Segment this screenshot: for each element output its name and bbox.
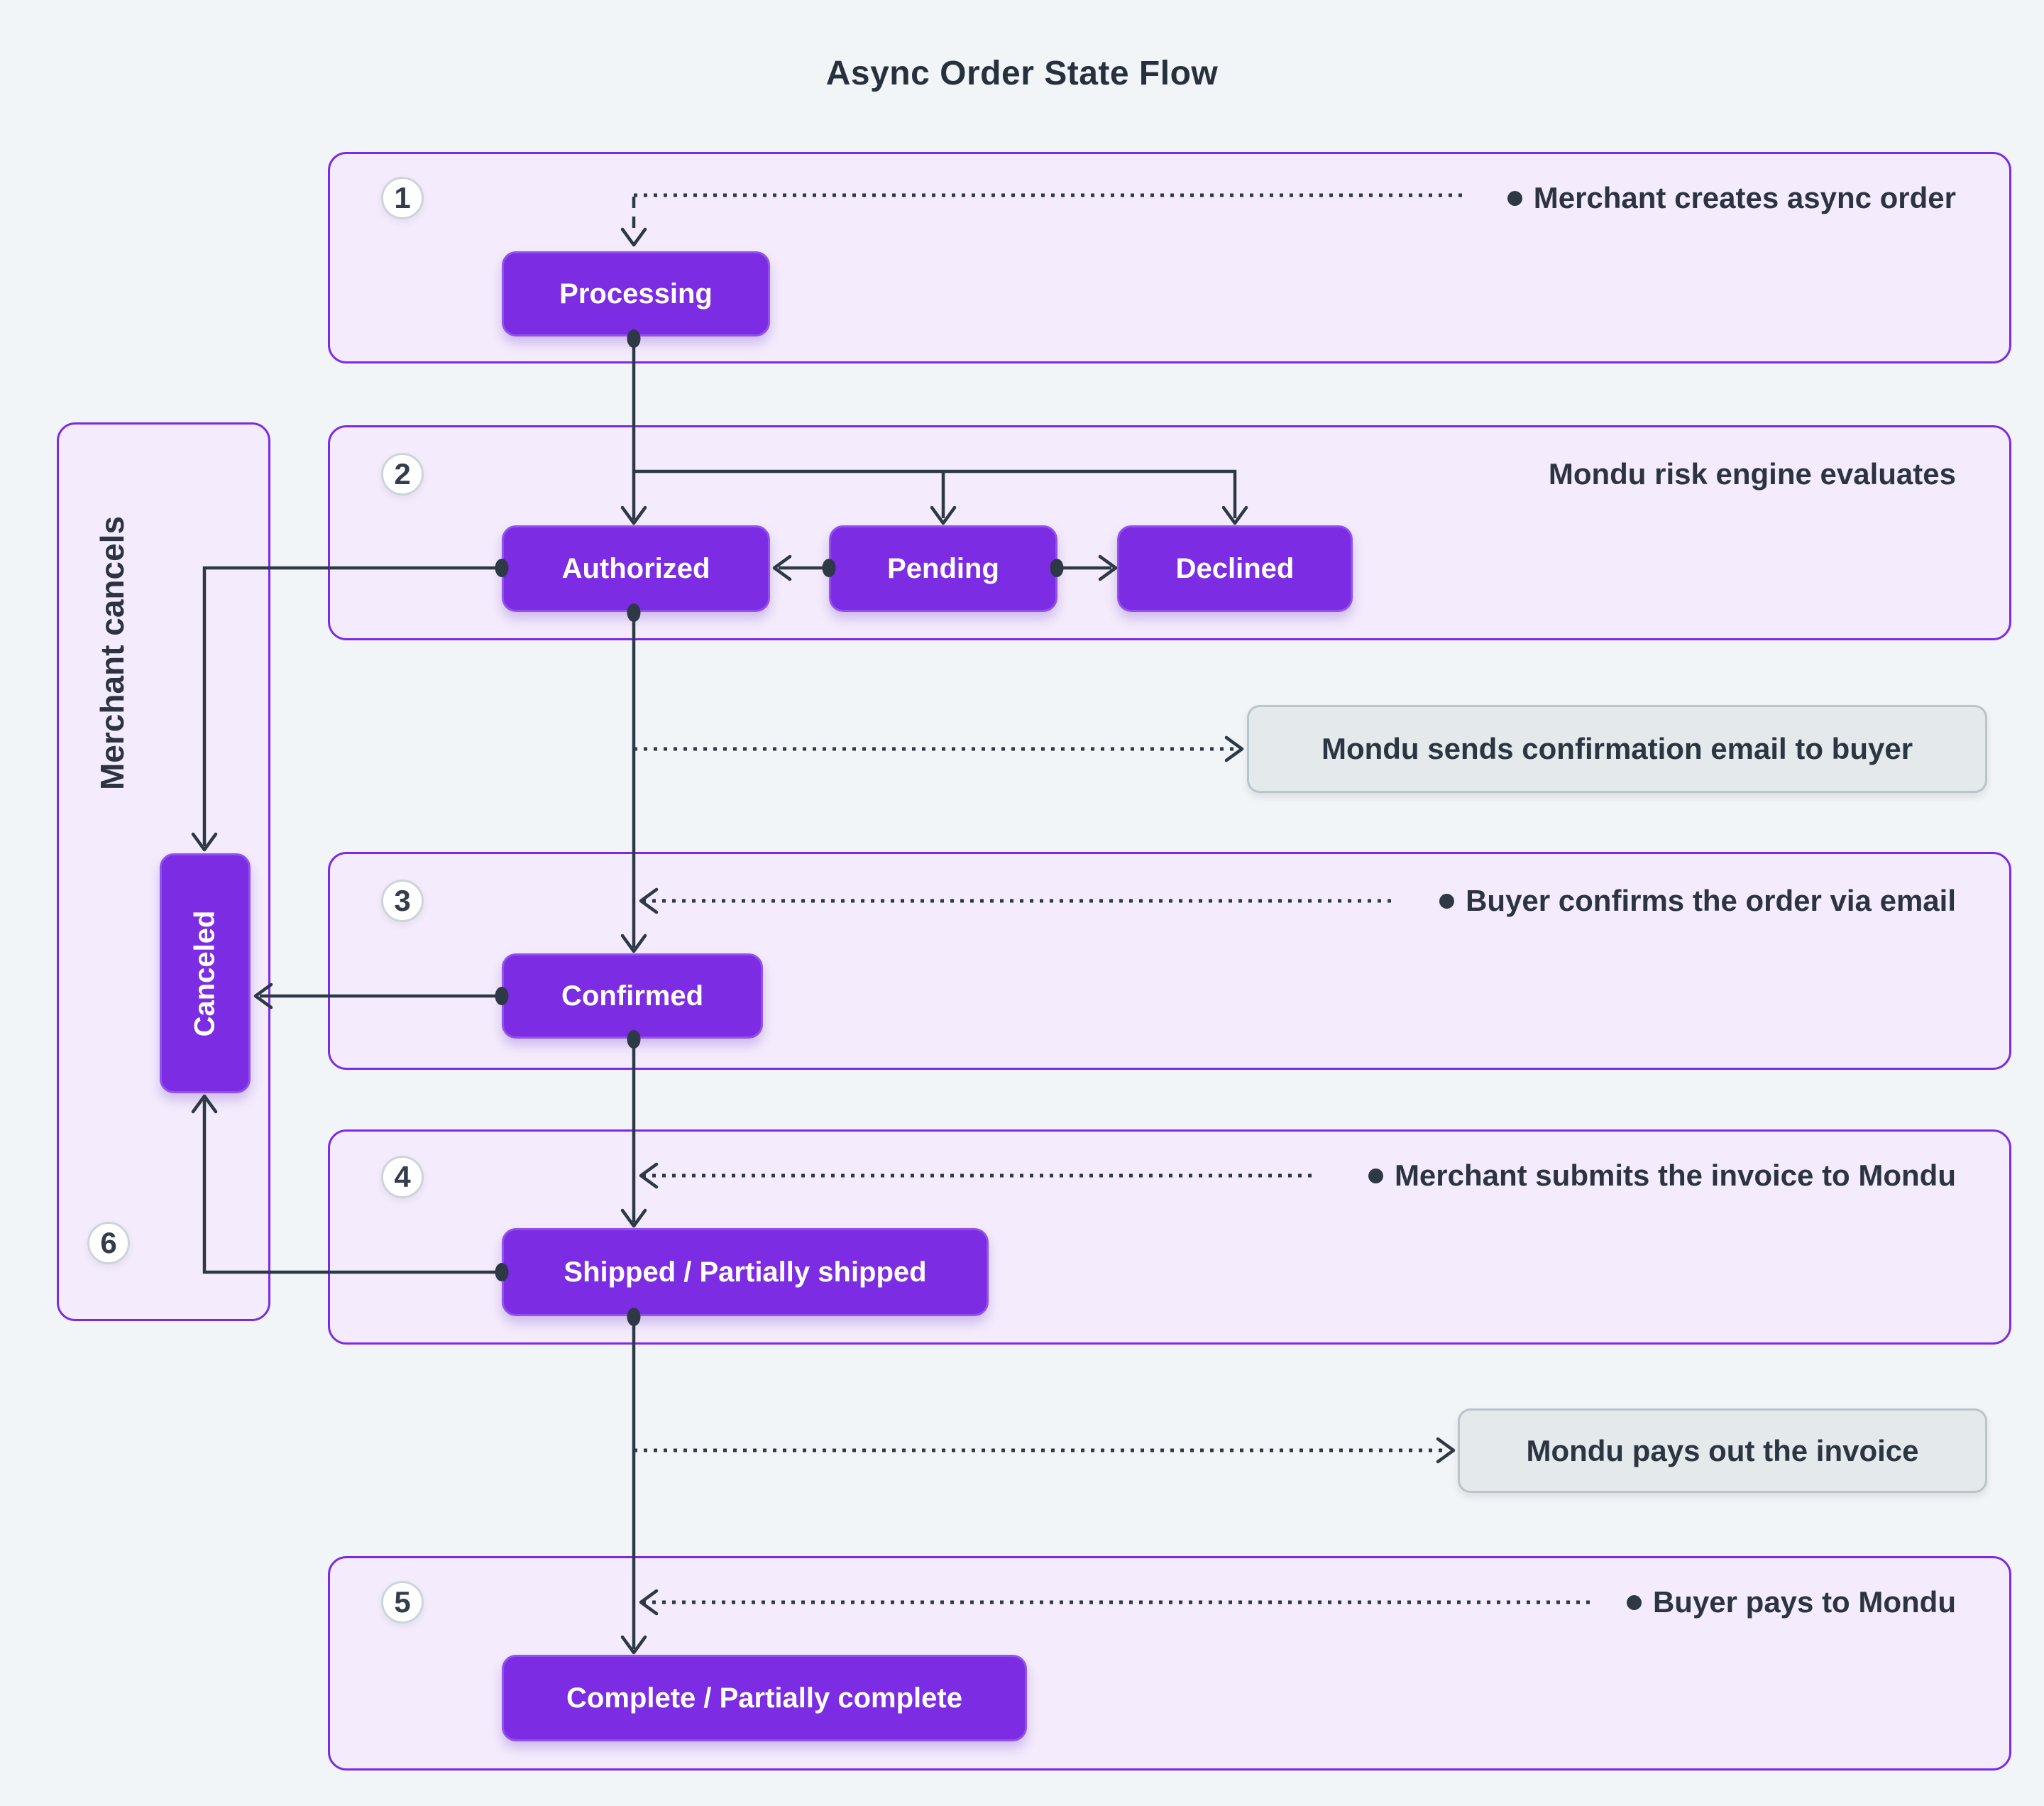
step-badge-3: 3 (381, 880, 424, 922)
merchant-cancels-label: Merchant cancels (94, 515, 131, 791)
state-node-confirmed: Confirmed (502, 953, 763, 1039)
bullet-dot-icon (1368, 1168, 1383, 1183)
bullet-dot-icon (1507, 190, 1522, 206)
annotation-merchant-creates: Merchant creates async order (1507, 177, 1956, 219)
bullet-dot-icon (1439, 893, 1455, 909)
step-badge-6: 6 (87, 1222, 130, 1264)
step-badge-5: 5 (381, 1581, 424, 1624)
state-node-processing: Processing (502, 251, 770, 336)
annotation-buyer-pays: Buyer pays to Mondu (1626, 1581, 1956, 1624)
annotation-merchant-submits: Merchant submits the invoice to Mondu (1368, 1154, 1956, 1197)
annotation-text: Merchant submits the invoice to Mondu (1394, 1159, 1956, 1192)
canceled-label: Canceled (189, 910, 221, 1036)
step-badge-2: 2 (381, 453, 424, 496)
state-node-authorized: Authorized (502, 525, 770, 612)
state-node-complete: Complete / Partially complete (502, 1655, 1027, 1741)
annotation-buyer-confirms: Buyer confirms the order via email (1439, 880, 1956, 922)
state-node-declined: Declined (1117, 525, 1353, 612)
page-title: Async Order State Flow (825, 55, 1219, 92)
state-node-pending: Pending (829, 525, 1057, 612)
state-node-canceled: Canceled (160, 853, 251, 1093)
note-payout: Mondu pays out the invoice (1458, 1408, 1987, 1493)
annotation-text: Mondu risk engine evaluates (1548, 457, 1956, 491)
annotation-text: Buyer pays to Mondu (1652, 1585, 1956, 1619)
bullet-dot-icon (1626, 1594, 1642, 1610)
annotation-text: Merchant creates async order (1533, 181, 1956, 214)
annotation-risk-engine: Mondu risk engine evaluates (1549, 453, 1956, 496)
step-badge-4: 4 (381, 1156, 424, 1198)
state-node-shipped: Shipped / Partially shipped (502, 1228, 989, 1316)
step-badge-1: 1 (381, 177, 424, 219)
note-confirmation-email: Mondu sends confirmation email to buyer (1247, 705, 1987, 793)
annotation-text: Buyer confirms the order via email (1466, 884, 1956, 917)
